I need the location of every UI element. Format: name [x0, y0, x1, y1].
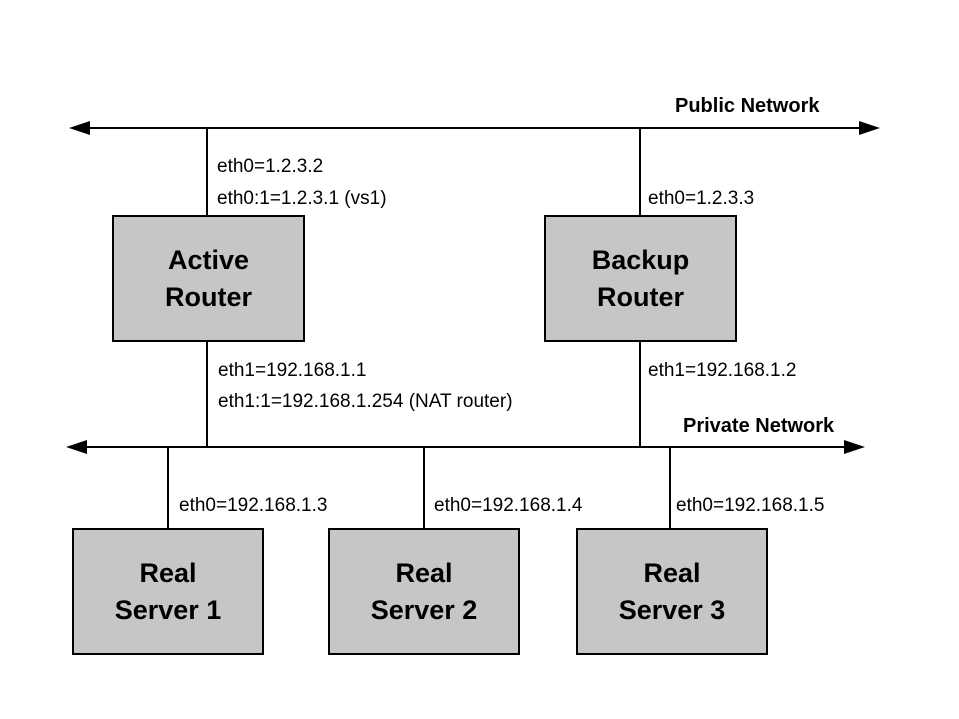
public-network-line [84, 127, 864, 129]
public-right-arrow-icon [859, 121, 880, 135]
real-server-2-node: Real Server 2 [328, 528, 520, 655]
label-active-eth1-alias: eth1:1=192.168.1.254 (NAT router) [218, 391, 513, 412]
label-active-eth1: eth1=192.168.1.1 [218, 360, 367, 381]
label-active-eth0: eth0=1.2.3.2 [217, 156, 324, 177]
real-server-3-node: Real Server 3 [576, 528, 768, 655]
label-backup-eth1: eth1=192.168.1.2 [648, 360, 797, 381]
private-network-title: Private Network [683, 415, 835, 437]
private-left-arrow-icon [66, 440, 87, 454]
connector-rs1-private [167, 447, 169, 528]
connector-backup-private [639, 342, 641, 447]
connector-active-public [206, 128, 208, 216]
connector-rs2-private [423, 447, 425, 528]
label-rs3-eth0: eth0=192.168.1.5 [676, 495, 825, 516]
connector-backup-public [639, 128, 641, 216]
label-active-eth0-alias: eth0:1=1.2.3.1 (vs1) [217, 188, 387, 209]
label-rs1-eth0: eth0=192.168.1.3 [179, 495, 328, 516]
public-left-arrow-icon [69, 121, 90, 135]
connector-rs3-private [669, 447, 671, 528]
active-router-node: Active Router [112, 215, 305, 342]
label-rs2-eth0: eth0=192.168.1.4 [434, 495, 583, 516]
backup-router-node: Backup Router [544, 215, 737, 342]
label-backup-eth0: eth0=1.2.3.3 [648, 188, 755, 209]
private-network-line [80, 446, 848, 448]
public-network-title: Public Network [675, 95, 820, 117]
connector-active-private [206, 342, 208, 447]
real-server-1-node: Real Server 1 [72, 528, 264, 655]
private-right-arrow-icon [844, 440, 865, 454]
